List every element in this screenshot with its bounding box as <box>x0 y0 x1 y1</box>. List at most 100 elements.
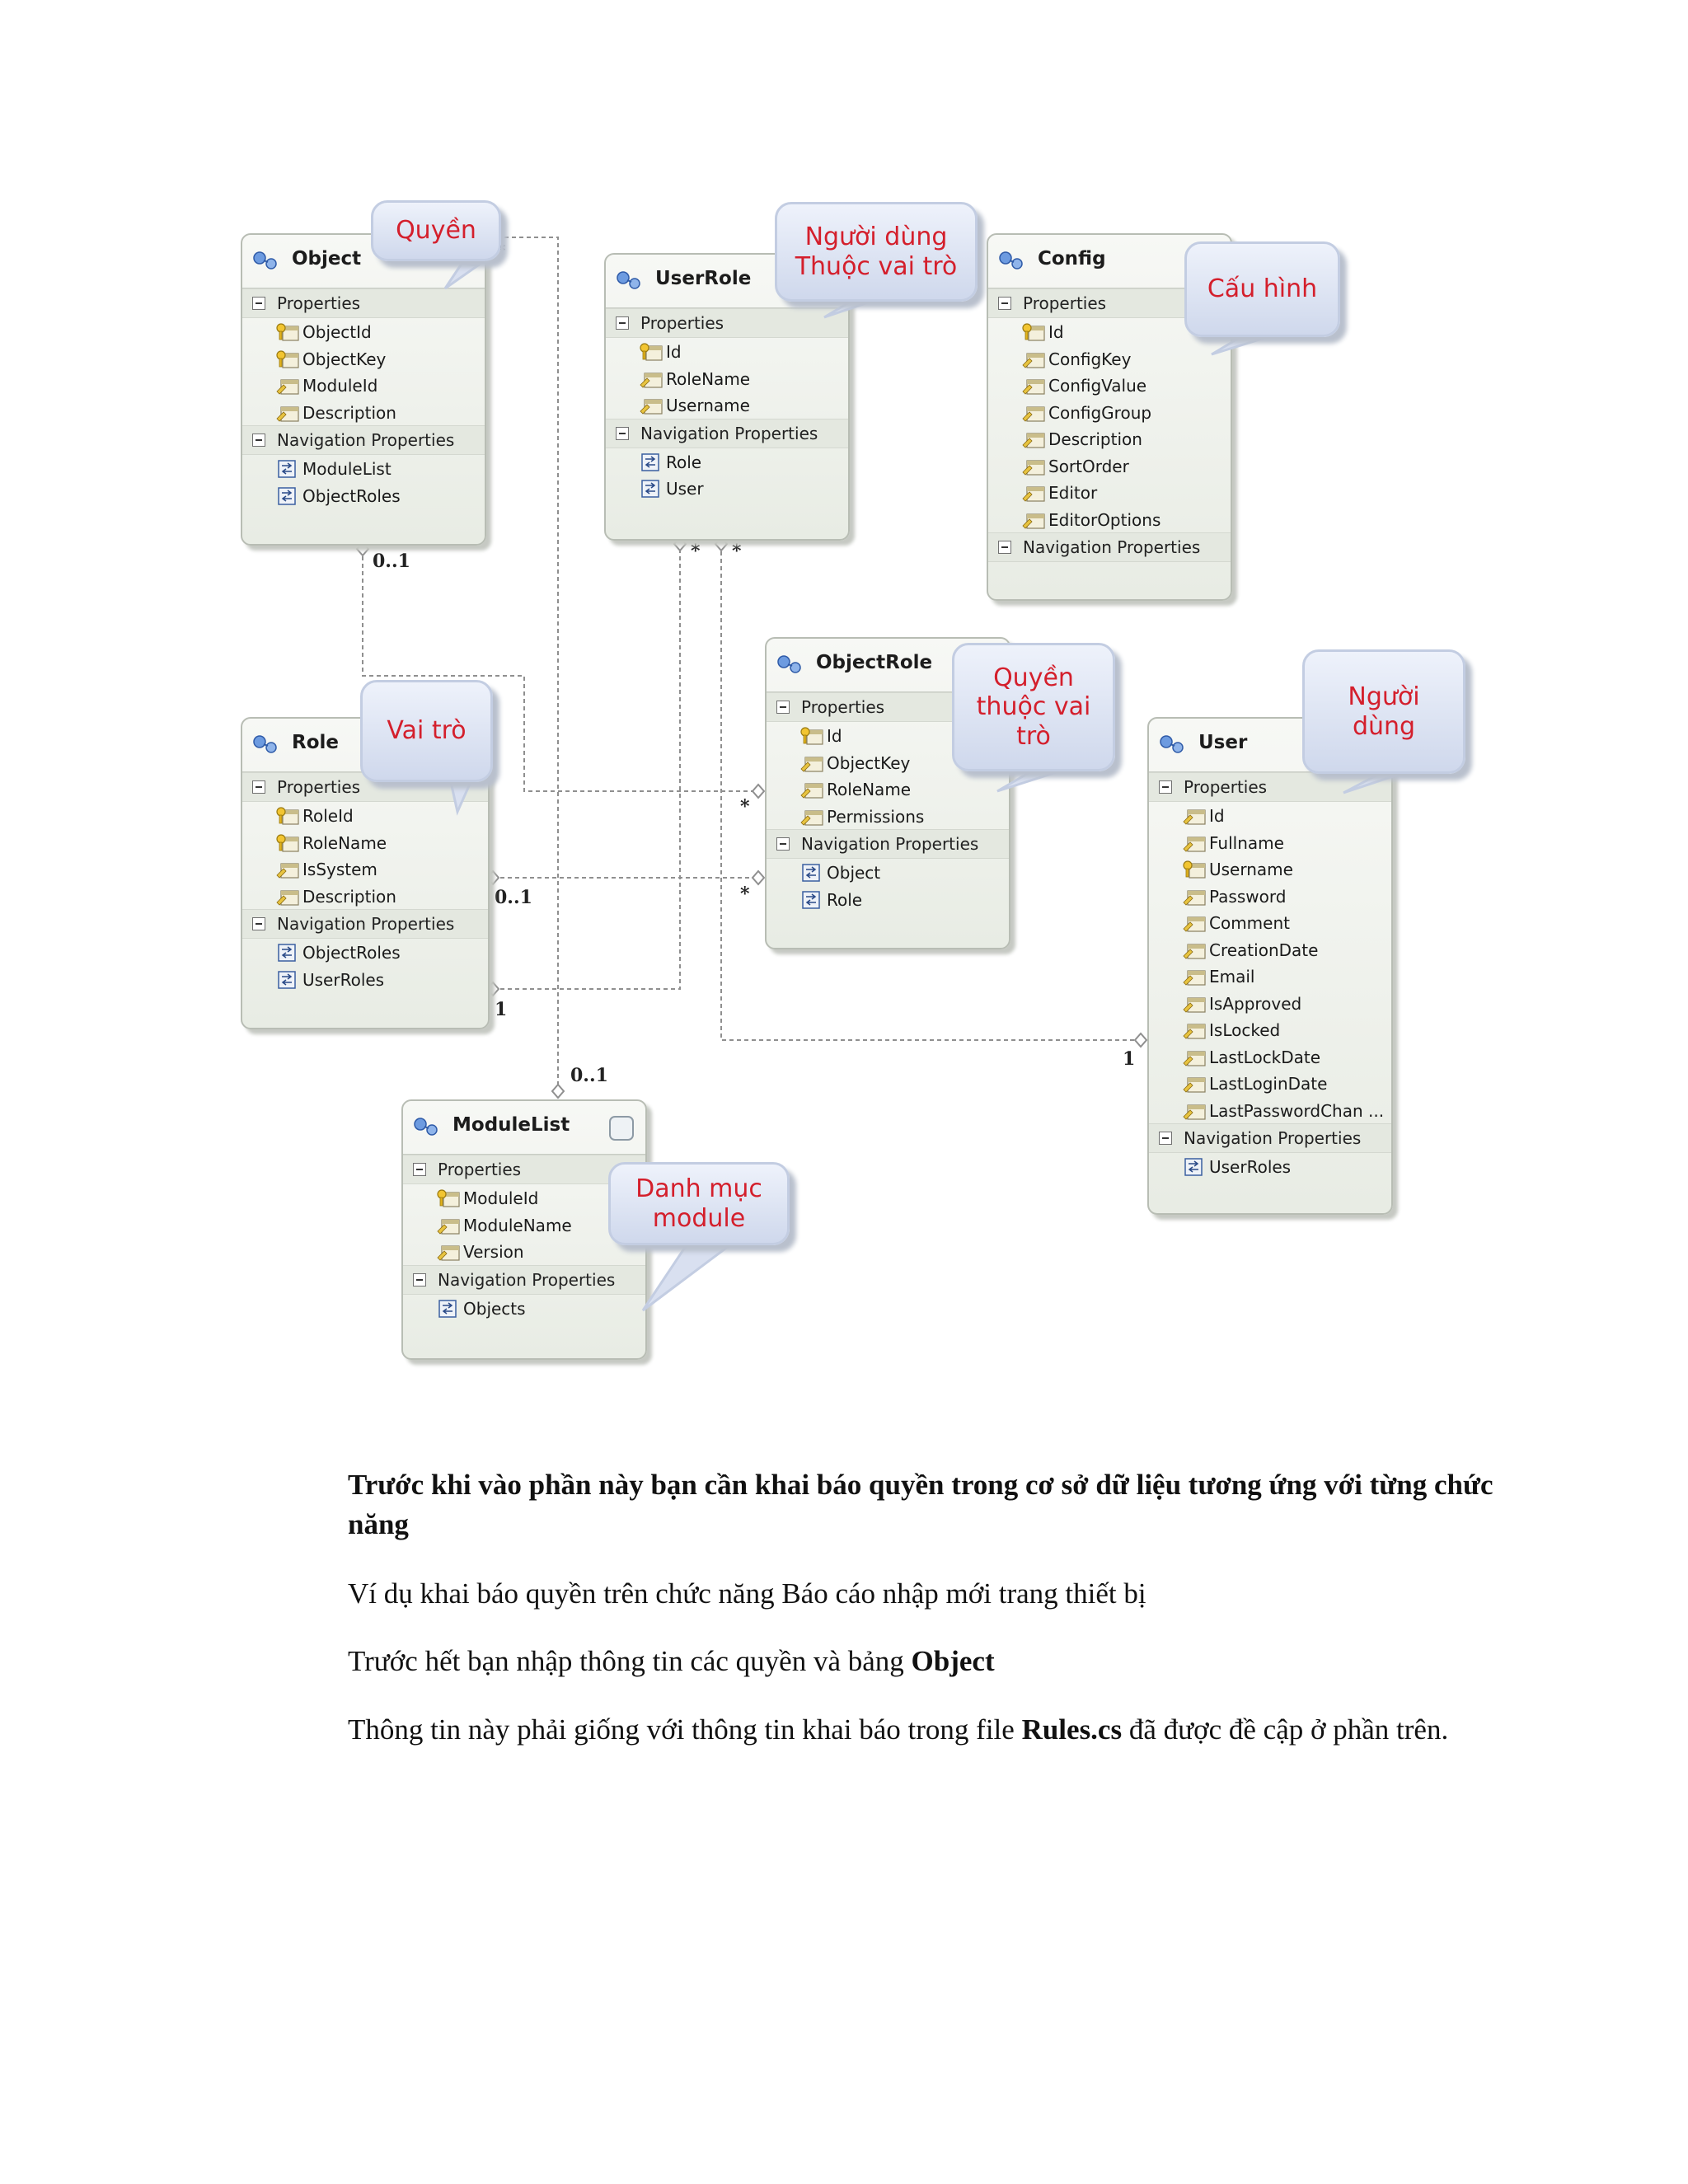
doc-paragraph: Ví dụ khai báo quyền trên chức năng Báo … <box>348 1577 1146 1610</box>
collapse-section-icon[interactable] <box>252 917 265 930</box>
collapse-section-icon[interactable] <box>998 541 1011 554</box>
navigation-row[interactable]: Objects <box>403 1295 645 1322</box>
entity-header[interactable]: Object <box>242 235 485 288</box>
navigation-row[interactable]: ObjectRoles <box>242 482 485 509</box>
navigation-section-header[interactable]: Navigation Properties <box>988 532 1231 562</box>
collapse-entity-icon[interactable] <box>609 1116 634 1141</box>
properties-label: Properties <box>1184 777 1268 797</box>
property-row[interactable]: Username <box>606 391 848 419</box>
property-row[interactable]: Id <box>767 722 1009 749</box>
properties-section-header[interactable]: Properties <box>403 1155 645 1184</box>
property-row[interactable]: Permissions <box>767 803 1009 830</box>
properties-section-header[interactable]: Properties <box>242 288 485 318</box>
property-row[interactable]: ConfigGroup <box>988 399 1231 426</box>
collapse-section-icon[interactable] <box>413 1272 426 1286</box>
entity-icon <box>251 248 280 273</box>
property-row[interactable]: IsApproved <box>1149 990 1391 1017</box>
navigation-row[interactable]: User <box>606 475 848 502</box>
collapse-section-icon[interactable] <box>413 1163 426 1176</box>
property-row[interactable]: ObjectId <box>242 318 485 345</box>
navigation-row[interactable]: Role <box>606 448 848 476</box>
entity-header[interactable]: User <box>1149 719 1391 772</box>
property-row[interactable]: Editor <box>988 479 1231 506</box>
collapse-section-icon[interactable] <box>616 316 629 330</box>
properties-section-header[interactable]: Properties <box>606 308 848 338</box>
navigation-section-header[interactable]: Navigation Properties <box>1149 1123 1391 1153</box>
connector-role-userrole <box>493 544 681 990</box>
property-row[interactable]: EditorOptions <box>988 506 1231 533</box>
navigation-row[interactable]: ObjectRoles <box>242 939 488 966</box>
property-row[interactable]: Fullname <box>1149 829 1391 856</box>
property-row[interactable]: Comment <box>1149 909 1391 936</box>
property-row[interactable]: Id <box>1149 802 1391 829</box>
properties-label: Properties <box>640 313 724 333</box>
navigation-section-header[interactable]: Navigation Properties <box>403 1264 645 1295</box>
callout-role: Vai trò <box>360 680 493 782</box>
navigation-section-header[interactable]: Navigation Properties <box>242 425 485 455</box>
property-row[interactable]: Username <box>1149 855 1391 883</box>
property-row[interactable]: ModuleId <box>403 1184 645 1212</box>
navigation-row[interactable]: Object <box>767 859 1009 886</box>
navigation-section-header[interactable]: Navigation Properties <box>767 829 1009 859</box>
collapse-section-icon[interactable] <box>252 297 265 310</box>
collapse-section-icon[interactable] <box>252 780 265 794</box>
entity-header[interactable]: Config <box>988 235 1231 288</box>
property-name: ObjectId <box>302 322 372 342</box>
properties-section-header[interactable]: Properties <box>1149 772 1391 802</box>
property-row[interactable]: IsLocked <box>1149 1016 1391 1043</box>
property-row[interactable]: LastLoginDate <box>1149 1070 1391 1097</box>
navigation-section-header[interactable]: Navigation Properties <box>242 909 488 939</box>
entity-header[interactable]: UserRole <box>606 255 848 308</box>
property-icon <box>799 806 824 827</box>
property-row[interactable]: LastLockDate <box>1149 1043 1391 1071</box>
property-row[interactable]: Description <box>242 399 485 426</box>
property-row[interactable]: ConfigValue <box>988 372 1231 399</box>
collapse-section-icon[interactable] <box>1159 1132 1172 1145</box>
connector-end-user-left <box>1133 1032 1148 1048</box>
entity-header[interactable]: ModuleList <box>403 1101 645 1155</box>
property-row[interactable]: Id <box>606 338 848 365</box>
property-row[interactable]: Email <box>1149 963 1391 990</box>
property-row[interactable]: CreationDate <box>1149 936 1391 963</box>
property-name: Email <box>1209 967 1255 987</box>
property-row[interactable]: ObjectKey <box>767 749 1009 776</box>
collapse-section-icon[interactable] <box>776 837 790 851</box>
property-row[interactable]: ConfigKey <box>988 345 1231 373</box>
property-row[interactable]: Password <box>1149 883 1391 910</box>
navigation-row[interactable]: UserRoles <box>1149 1153 1391 1180</box>
property-row[interactable]: Id <box>988 318 1231 345</box>
property-row[interactable]: RoleName <box>767 776 1009 803</box>
property-row[interactable]: Description <box>988 425 1231 452</box>
collapse-section-icon[interactable] <box>252 434 265 447</box>
property-row[interactable]: Version <box>403 1238 645 1265</box>
property-row[interactable]: RoleName <box>242 829 488 856</box>
key-property-icon <box>436 1188 461 1209</box>
collapse-section-icon[interactable] <box>1159 780 1172 794</box>
navigation-row[interactable]: UserRoles <box>242 966 488 993</box>
collapse-section-icon[interactable] <box>998 297 1011 310</box>
navigation-name: UserRoles <box>1209 1157 1292 1177</box>
property-row[interactable]: RoleName <box>606 365 848 392</box>
collapse-section-icon[interactable] <box>616 426 629 440</box>
property-name: ConfigKey <box>1048 349 1132 369</box>
navigation-label: Navigation Properties <box>277 430 455 450</box>
collapse-section-icon[interactable] <box>776 701 790 714</box>
entity-header[interactable]: ObjectRole <box>767 639 1009 692</box>
property-row[interactable]: Description <box>242 883 488 910</box>
property-row[interactable]: IsSystem <box>242 855 488 883</box>
property-row[interactable]: ObjectKey <box>242 345 485 373</box>
property-row[interactable]: ModuleId <box>242 372 485 399</box>
navigation-row[interactable]: Role <box>767 886 1009 913</box>
navigation-row[interactable]: ModuleList <box>242 455 485 482</box>
navigation-section-header[interactable]: Navigation Properties <box>606 418 848 448</box>
property-row[interactable]: SortOrder <box>988 452 1231 480</box>
property-row[interactable]: ModuleName <box>403 1212 645 1239</box>
property-row[interactable]: RoleId <box>242 802 488 829</box>
property-row[interactable]: LastPasswordChan ... <box>1149 1097 1391 1124</box>
